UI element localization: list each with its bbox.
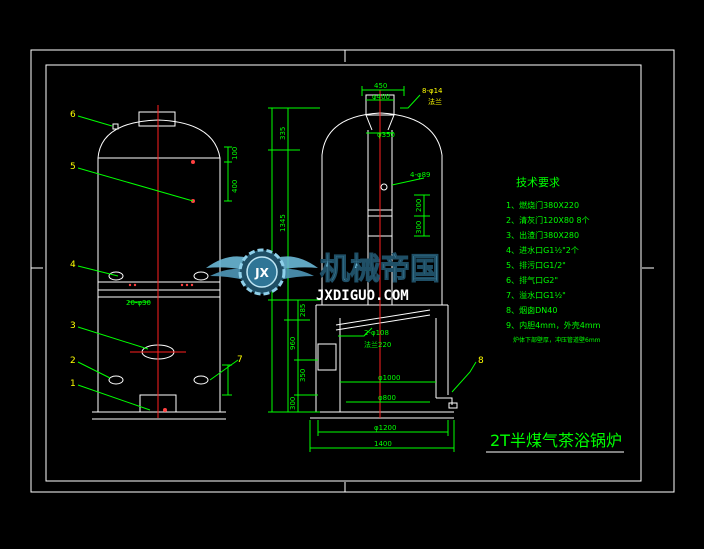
drawing-title: 2T半煤气茶浴锅炉 [490,431,622,450]
tech-req-item: 2、清灰门120X80 8个 [506,215,590,225]
tech-req-title: 技术要求 [516,176,560,189]
note-2phi108: 2-φ108 [364,329,389,337]
logo-chinese-text: 机械帝国 [320,252,440,287]
dim-h350: 350 [299,369,307,382]
front-dim-400: 400 [231,180,239,193]
tech-req-item: 4、进水口G1½"2个 [506,245,579,255]
tech-req-item: 3、出渣门380X280 [506,230,579,240]
dim-b1400: 1400 [374,440,392,448]
dim-h960: 960 [289,337,297,350]
dim-holes: 4-φ89 [410,171,431,179]
drawing-frame [30,49,675,493]
dim-h300: 300 [289,397,297,410]
tech-req-item: 6、排气口G2" [506,275,558,285]
dim-r300: 300 [415,221,423,234]
front-centerlines [130,105,186,418]
part-label-5: 5 [70,162,76,172]
dim-r200: 200 [415,199,423,212]
dim-h335: 335 [279,127,287,140]
tech-req-item: 8、烟囱DN40 [506,305,557,315]
dim-w400: φ400 [372,93,390,101]
tech-req-item: 1、燃烧门380X220 [506,200,579,210]
band-holes [128,283,194,287]
tech-req-item: 7、溢水口G1½" [506,290,566,300]
tech-req-item: 炉体下部壁厚，冲压管道壁6mm [513,336,601,344]
part-label-4: 4 [70,260,76,270]
note-8phi14: 8-φ14 [422,87,443,95]
tech-req-item: 5、排污口G1/2" [506,260,566,270]
front-view: 6 5 4 3 2 1 7 400 100 20-φ30 [70,105,243,420]
dim-b1000: φ1000 [378,374,400,382]
part-label-2: 2 [70,356,76,366]
note-flange220: 法兰220 [364,340,391,349]
tech-req-item: 9、内胆4mm，外壳4mm [506,320,601,330]
dim-d350: φ350 [377,131,395,139]
part-label-8: 8 [478,356,484,366]
dim-h285: 285 [299,304,307,317]
part-label-6: 6 [70,110,76,120]
front-dim-100: 100 [231,147,239,160]
note-flange-top: 法兰 [428,97,442,106]
front-leaders [77,115,239,411]
watermark-logo: JX 机械帝国 JXDIGUO.COM [206,248,441,304]
logo-english-text: JXDIGUO.COM [316,288,409,304]
drawing-title-block: 2T半煤气茶浴锅炉 [486,431,624,453]
tech-requirements: 技术要求 1、燃烧门380X220 2、清灰门120X80 8个 3、出渣门38… [506,176,601,344]
dim-w450: 450 [374,82,387,90]
front-flange-note: 20-φ30 [126,299,151,307]
part-label-1: 1 [70,379,76,389]
dim-b800: φ800 [378,394,396,402]
part-label-7: 7 [237,355,243,365]
dim-b1200: φ1200 [374,424,396,432]
logo-emblem-text: JX [254,266,269,280]
dim-h1345: 1345 [279,214,287,232]
side-view: 450 φ400 φ350 4-φ89 335 1345 285 960 350… [268,82,484,452]
part-label-3: 3 [70,321,76,331]
